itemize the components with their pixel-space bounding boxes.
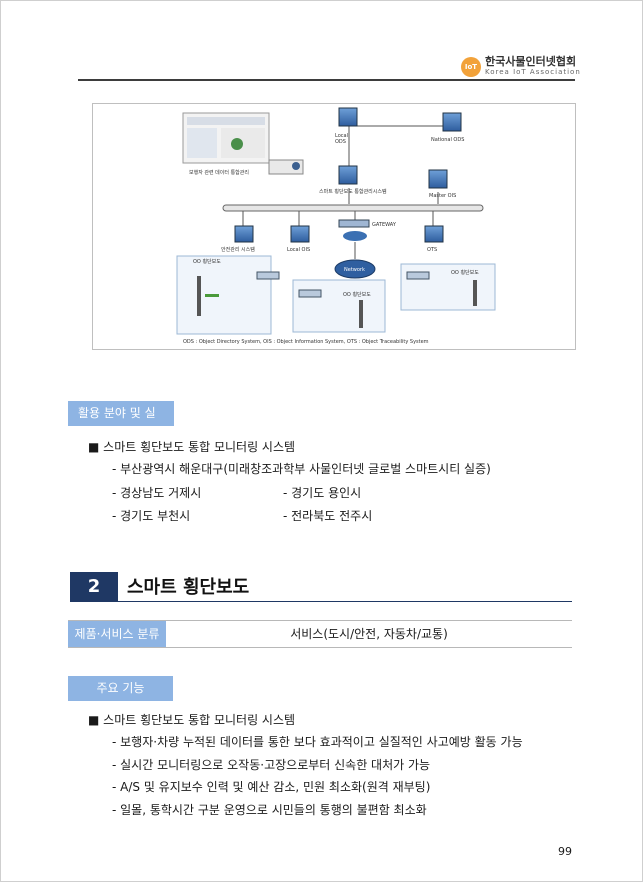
pole-right-icon [473,280,477,306]
org-name: 한국사물인터넷협회 [485,55,577,68]
screen-panel-right [221,128,265,158]
category-value: 서비스(도시/안전, 자동차/교통) [290,627,448,641]
list-item: - 전라북도 전주시 [283,509,373,523]
master-ois-server-icon [428,169,448,189]
diagram-label-master-ois: Master OIS [429,193,456,199]
diagram-label-ots: OTS [427,247,437,253]
integrated-system-server-icon [338,165,358,185]
diagram-label-crosswalk-left: OO 횡단보도 [193,258,221,265]
screen-chart-icon [231,138,243,150]
category-row: 제품·서비스 분류 서비스(도시/안전, 자동차/교통) [68,620,572,648]
diagram-label-crosswalk-center: OO 횡단보도 [343,291,371,298]
org-name-en: Korea IoT Association [485,68,581,76]
bullet-item: ■ 스마트 횡단보도 통합 모니터링 시스템 [88,438,295,455]
header-rule [78,79,575,81]
iot-logo-icon: IoT [461,56,481,77]
network-cloud-icon [334,259,376,279]
gateway-right-icon [406,271,430,280]
diagram-label-local-ois: Local OIS [287,247,310,253]
crosswalk-box-left [176,255,272,335]
crosswalk-box-center [292,279,386,333]
chapter-title: 스마트 횡단보도 [127,577,250,598]
category-label: 제품·서비스 분류 [68,621,166,647]
association-logo: IoT 한국사물인터넷협회 Korea IoT Association [461,56,581,77]
chapter-rule [70,601,572,602]
local-ois-server-icon [290,225,310,243]
sensor-left-icon [205,294,219,297]
list-item: - 경상남도 거제시 [112,486,202,500]
list-item: - 경기도 용인시 [283,486,362,500]
safety-system-server-icon [234,225,254,243]
national-ods-server-icon [442,112,462,132]
list-item: - 일몰, 통학시간 구분 운영으로 시민들의 통행의 불편함 최소화 [112,803,427,817]
bullet-text: 스마트 횡단보도 통합 모니터링 시스템 [103,440,296,454]
section-label-features: 주요 기능 [68,676,173,701]
diagram-label-gateway: GATEWAY [372,222,397,228]
screen-header [187,117,265,125]
bullet-item: ■ 스마트 횡단보도 통합 모니터링 시스템 [88,711,295,728]
page-number: 99 [558,845,572,858]
list-item: - A/S 및 유지보수 인력 및 예산 감소, 민원 최소화(원격 재부팅) [112,780,431,794]
diagram-label-smart-system: 스마트 횡단보도 통합관리시스템 [319,188,387,195]
diagram-label-pedestrian: 보행자 관련 데이터 통합관리 [189,169,249,176]
operator-icon [292,162,300,170]
chapter-number: 2 [70,572,118,601]
list-item: - 경기도 부천시 [112,509,191,523]
list-item: - 보행자·차량 누적된 데이터를 통한 보다 효과적이고 실질적인 사고예방 … [112,735,523,749]
network-bus [222,204,484,212]
list-item: - 부산광역시 해운대구(미래창조과학부 사물인터넷 글로벌 스마트시티 실증) [112,462,491,476]
router-icon [343,231,367,241]
pole-left-icon [197,276,201,316]
diagram-label-network: Network [344,267,365,273]
crosswalk-box-right [400,263,496,311]
gateway-center-icon [298,289,322,298]
list-item: - 실시간 모니터링으로 오작동·고장으로부터 신속한 대처가 가능 [112,758,431,772]
diagram-label-safety: 안전관리 시스템 [221,246,255,253]
bullet-square-icon: ■ [88,440,104,454]
diagram-label-crosswalk-right: OO 횡단보도 [451,269,479,276]
bullet-square-icon: ■ [88,713,104,727]
gateway-device-icon [338,219,370,228]
section-label-applications: 활용 분야 및 실적 [68,401,174,445]
pole-center-icon [359,300,363,328]
diagram-label-national-ods: National ODS [431,137,464,143]
ots-server-icon [424,225,444,243]
bullet-text: 스마트 횡단보도 통합 모니터링 시스템 [103,713,296,727]
screen-panel-left [187,128,217,158]
local-ods-server-icon [338,107,358,127]
diagram-legend: ODS : Object Directory System, OIS : Obj… [183,339,429,345]
gateway-left-icon [256,271,280,280]
